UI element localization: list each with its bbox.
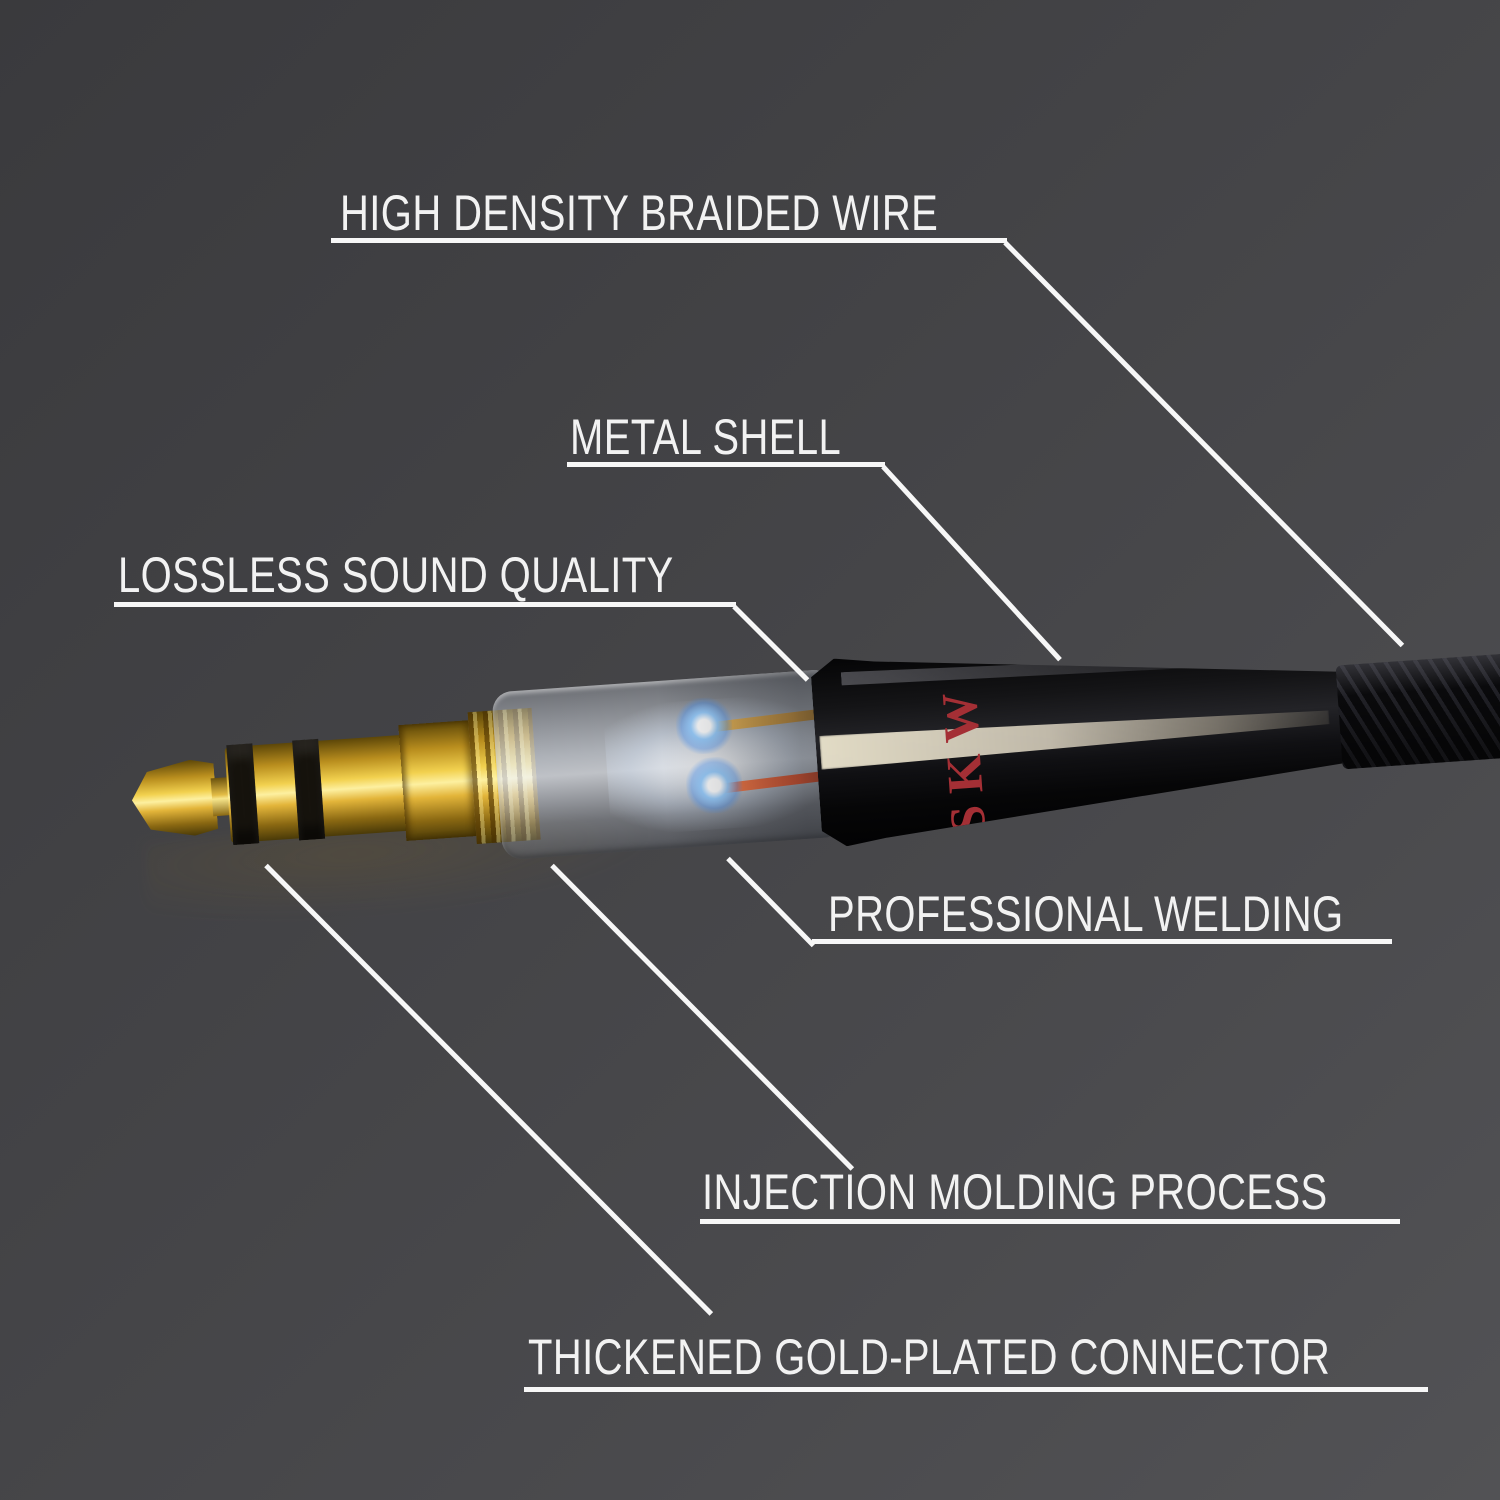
label-thickened-gold-plated-connector: THICKENED GOLD-PLATED CONNECTOR [528, 1329, 1331, 1385]
transparent-housing [491, 669, 835, 861]
shell-highlight [819, 700, 1330, 769]
label-injection-molding-process: INJECTION MOLDING PROCESS [702, 1164, 1328, 1220]
housing-shade [491, 669, 835, 861]
audio-cable: SKW [122, 595, 1500, 932]
leader-line-braided-wire [1003, 240, 1405, 648]
label-metal-shell: METAL SHELL [570, 409, 842, 465]
label-professional-welding: PROFESSIONAL WELDING [828, 886, 1344, 942]
label-lossless-sound-quality: LOSSLESS SOUND QUALITY [118, 547, 674, 603]
underline-lossless [114, 602, 736, 607]
metal-shell-body: SKW [810, 623, 1356, 848]
underline-welding [812, 939, 1392, 944]
underline-connector [524, 1387, 1428, 1392]
leader-line-metal-shell [881, 464, 1062, 662]
plug-collar [398, 720, 477, 841]
label-high-density-braided-wire: HIGH DENSITY BRAIDED WIRE [340, 185, 939, 241]
underline-molding [700, 1219, 1400, 1224]
braided-cable [1335, 652, 1500, 770]
leader-line-connector [264, 863, 714, 1316]
underline-metal-shell [567, 462, 885, 467]
brand-logo-text: SKW [929, 678, 997, 836]
underline-braided-wire [331, 238, 1007, 243]
plug-tip-cone [129, 758, 218, 840]
leader-line-molding [550, 863, 855, 1171]
leader-line-welding [726, 856, 816, 948]
shell-sheen [841, 642, 1281, 695]
